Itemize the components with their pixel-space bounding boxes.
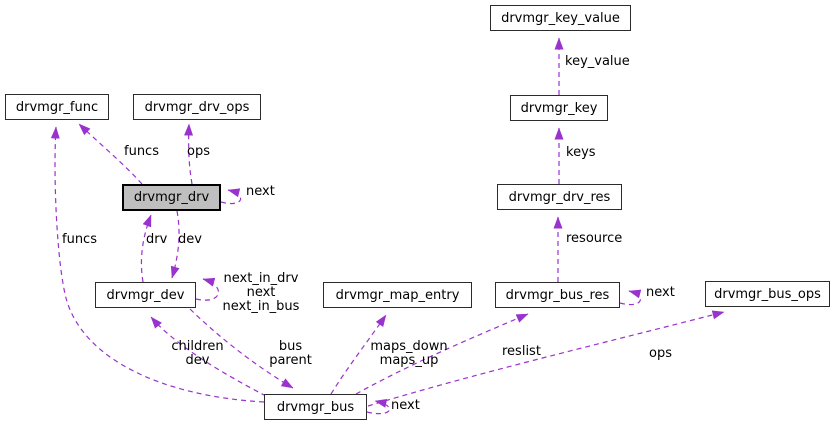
node-drvmgr_key[interactable]: drvmgr_key bbox=[510, 95, 608, 121]
edge-label-resource: resource bbox=[566, 231, 623, 246]
edge-label-maps_up: maps_up bbox=[379, 353, 439, 368]
edge-label-drv: drv bbox=[146, 232, 168, 247]
node-drvmgr_key_value[interactable]: drvmgr_key_value bbox=[490, 5, 631, 31]
edge-label-ops-bus: ops bbox=[649, 346, 672, 361]
edge-label-bus-parent: bus parent bbox=[252, 340, 329, 368]
edge-bus-to-dev bbox=[150, 316, 267, 397]
node-drvmgr_drv_ops[interactable]: drvmgr_drv_ops bbox=[133, 94, 261, 120]
edge-bus_res-self-next bbox=[619, 289, 642, 306]
edge-drv-to-drv_ops bbox=[184, 123, 194, 185]
edge-label-next-dev: next bbox=[246, 285, 276, 300]
edge-label-reslist: reslist bbox=[502, 344, 541, 359]
node-drvmgr_func[interactable]: drvmgr_func bbox=[5, 94, 109, 120]
edge-label-next-drv: next bbox=[246, 184, 275, 199]
edge-label-children: children bbox=[171, 339, 224, 354]
edge-bus-to-map_entry bbox=[330, 314, 387, 395]
edge-label-parent: parent bbox=[269, 353, 312, 368]
edge-label-maps: maps_down maps_up bbox=[362, 340, 456, 368]
edge-bus-to-func bbox=[50, 126, 265, 403]
node-drvmgr_bus_ops[interactable]: drvmgr_bus_ops bbox=[705, 281, 830, 307]
edge-label-dev: dev bbox=[178, 232, 202, 247]
edge-label-keys: keys bbox=[566, 145, 596, 160]
edge-label-bus: bus bbox=[278, 339, 303, 354]
edge-label-next_in_drv: next_in_drv bbox=[223, 271, 299, 286]
edge-label-children-dev-line2: dev bbox=[185, 353, 210, 368]
node-drvmgr_dev[interactable]: drvmgr_dev bbox=[95, 282, 196, 308]
node-drvmgr_map_entry[interactable]: drvmgr_map_entry bbox=[323, 282, 472, 308]
edge-label-next-bus: next bbox=[391, 398, 420, 413]
edge-label-maps_down: maps_down bbox=[370, 339, 448, 354]
node-drvmgr_bus_res[interactable]: drvmgr_bus_res bbox=[495, 282, 620, 308]
edge-label-children-dev: children dev bbox=[159, 340, 236, 368]
edge-label-next_in_bus: next_in_bus bbox=[222, 299, 300, 314]
edge-label-key_value: key_value bbox=[565, 54, 630, 69]
edge-drv-self-next bbox=[220, 188, 241, 205]
edge-dev-self-next bbox=[195, 277, 220, 301]
edge-dev-to-drv bbox=[140, 214, 152, 283]
edge-label-next-bus_res: next bbox=[646, 285, 675, 300]
edge-dev-to-bus bbox=[189, 308, 294, 389]
node-drvmgr_drv[interactable]: drvmgr_drv bbox=[122, 184, 221, 211]
edge-bus-to-bus_ops bbox=[367, 310, 725, 407]
edge-label-dev-self: next_in_drv next next_in_bus bbox=[219, 272, 303, 314]
node-drvmgr_bus[interactable]: drvmgr_bus bbox=[264, 394, 367, 420]
edge-bus-self-next bbox=[366, 398, 390, 415]
edge-label-ops-drv: ops bbox=[187, 144, 210, 159]
edge-label-funcs-drv: funcs bbox=[124, 144, 159, 159]
edge-label-funcs-bus: funcs bbox=[62, 232, 97, 247]
node-drvmgr_drv_res[interactable]: drvmgr_drv_res bbox=[497, 184, 622, 210]
